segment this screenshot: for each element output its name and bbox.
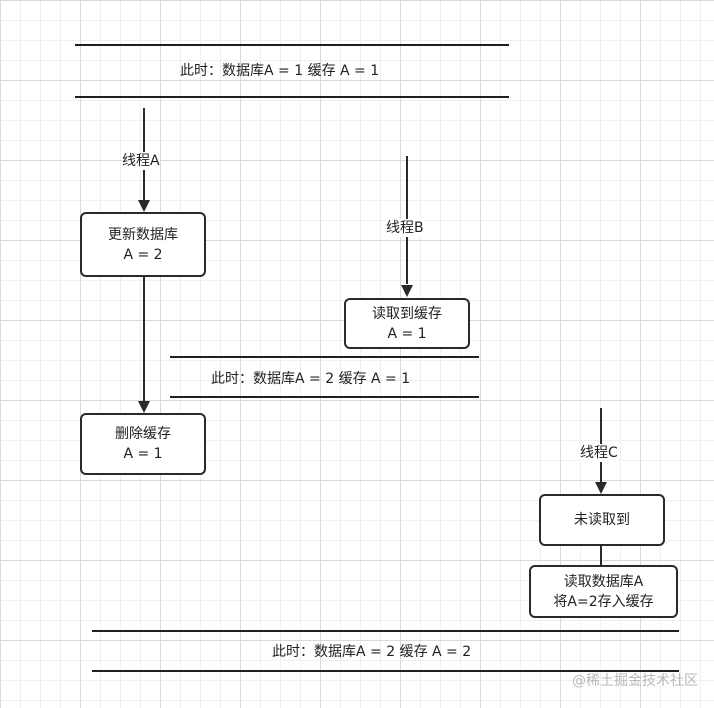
update-database-value: A = 2 (123, 246, 163, 263)
thread-a-arrowhead (138, 200, 150, 212)
store-cache-text: 将A=2存入缓存 (553, 593, 654, 610)
read-database-box: 读取数据库A 将A=2存入缓存 (529, 565, 678, 618)
top-divider-lower (75, 96, 509, 98)
thread-b-label: 线程B (386, 219, 424, 237)
read-cache-value: A = 1 (387, 325, 427, 342)
not-read-box: 未读取到 (539, 494, 665, 546)
state-final-label: 此时：数据库A = 2 缓存 A = 2 (272, 644, 472, 660)
thread-a-label: 线程A (122, 152, 160, 170)
delete-cache-text: 删除缓存 (115, 426, 171, 442)
bottom-divider-lower (92, 670, 679, 672)
thread-b-arrowhead (401, 285, 413, 297)
middle-divider-upper (170, 356, 479, 358)
delete-cache-box: 删除缓存 A = 1 (80, 413, 206, 475)
top-divider-upper (75, 44, 509, 46)
read-cache-text: 读取到缓存 (372, 305, 442, 322)
middle-divider-lower (170, 396, 479, 398)
thread-c-arrowhead (595, 482, 607, 494)
update-database-box: 更新数据库 A = 2 (80, 212, 206, 277)
watermark-text: @稀土掘金技术社区 (572, 673, 698, 689)
read-database-text: 读取数据库A (563, 573, 644, 590)
bottom-divider-upper (92, 630, 679, 632)
update-database-text: 更新数据库 (108, 226, 178, 243)
thread-c-label: 线程C (580, 444, 618, 462)
update-to-delete-arrowhead (138, 401, 150, 413)
update-to-delete-line (143, 277, 145, 402)
not-read-text: 未读取到 (574, 512, 630, 528)
read-cache-box: 读取到缓存 A = 1 (344, 298, 470, 349)
state-middle-label: 此时：数据库A = 2 缓存 A = 1 (211, 371, 411, 387)
state-initial-label: 此时：数据库A = 1 缓存 A = 1 (180, 63, 380, 79)
delete-cache-value: A = 1 (123, 446, 163, 462)
not-read-to-read-db-line (600, 546, 602, 566)
